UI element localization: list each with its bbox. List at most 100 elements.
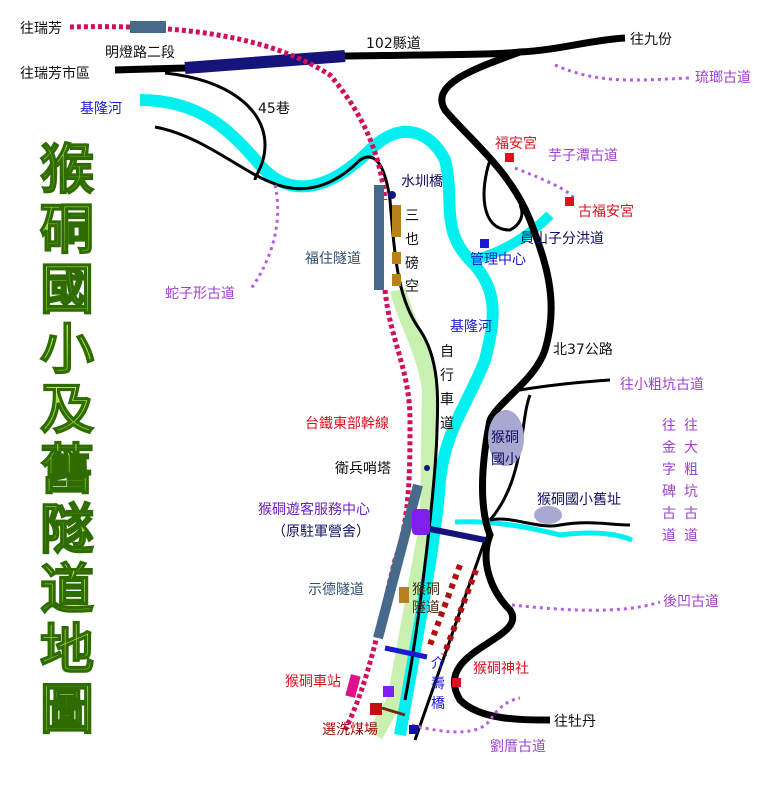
railway-tra-east	[69, 24, 413, 732]
trailhead-marker	[409, 725, 418, 734]
shuizun-bridge-marker	[388, 191, 396, 199]
svg-text:及: 及	[40, 378, 94, 441]
label-visitor-center: 猴硐遊客服務中心	[258, 501, 370, 518]
mingdeng-rd-segment	[184, 50, 346, 74]
fuzhu-tunnel	[374, 185, 384, 290]
svg-text:字: 字	[662, 462, 676, 478]
label-old-fuan-temple: 古福安宮	[578, 204, 634, 220]
label-to-xiaocukeng-trail: 往小粗坑古道	[620, 377, 704, 393]
svg-text:猴硐: 猴硐	[491, 430, 519, 446]
svg-text:空: 空	[405, 279, 419, 295]
label-liucuo-trail: 劉厝古道	[490, 739, 546, 755]
label-houtong-school: 猴硐 國小	[491, 430, 519, 468]
label-to-jinzibei-trail: 往 金 字 碑 古 道	[662, 418, 676, 544]
label-county-rd-102: 102縣道	[366, 36, 421, 52]
label-to-ruifang: 往瑞芳	[20, 20, 62, 37]
keelung-river	[139, 94, 499, 737]
lane-45	[164, 71, 267, 181]
svg-text:道: 道	[40, 558, 94, 621]
label-to-dacukeng-trail: 往 大 粗 坑 古 道	[684, 418, 698, 544]
sentry-tower-marker	[424, 465, 430, 471]
label-keelung-river: 基隆河	[80, 100, 122, 117]
label-yuanshanzi-channel: 員山子分洪道	[520, 231, 604, 247]
label-fuan-temple: 福安宮	[495, 136, 537, 152]
svg-text:壽: 壽	[431, 676, 445, 692]
svg-text:硐: 硐	[40, 198, 94, 261]
label-liulang-trail: 琉瑯古道	[695, 70, 751, 86]
label-to-ruifang-city: 往瑞芳市區	[20, 65, 90, 82]
old-fuan-temple-marker	[565, 197, 574, 206]
label-shezixing-trail: 蛇子形古道	[165, 286, 235, 302]
label-shuizun-bridge: 水圳橋	[401, 174, 443, 190]
sanye-tunnel-block	[392, 252, 401, 264]
label-keelung-river-2: 基隆河	[450, 318, 492, 335]
svg-text:往: 往	[662, 418, 676, 434]
coal-plant-purple-marker	[383, 686, 394, 697]
svg-text:自: 自	[440, 344, 454, 360]
svg-text:粗: 粗	[684, 462, 698, 478]
jieshou-bridge	[384, 645, 428, 660]
svg-text:坑: 坑	[684, 484, 698, 500]
svg-text:隧道: 隧道	[412, 600, 440, 616]
visitor-center-bridge	[424, 525, 486, 543]
ruifang-tunnel	[130, 21, 166, 33]
svg-text:古: 古	[662, 506, 676, 522]
label-mingdeng-rd: 明燈路二段	[105, 45, 175, 61]
svg-text:也: 也	[405, 232, 419, 248]
svg-text:道: 道	[662, 528, 676, 544]
svg-text:行: 行	[440, 368, 454, 384]
houtong-shrine-marker	[452, 678, 461, 687]
management-center-marker	[480, 239, 489, 248]
riverside-road	[154, 125, 440, 701]
svg-text:磅: 磅	[405, 255, 419, 272]
fuan-temple-marker	[505, 153, 514, 162]
label-coal-plant: 選洗煤場	[322, 722, 378, 738]
svg-text:隧: 隧	[40, 498, 94, 561]
svg-text:車: 車	[440, 391, 454, 408]
label-lane-45: 45巷	[258, 101, 290, 117]
houtong-tunnel-block	[399, 587, 409, 603]
label-tra-east-line: 台鐵東部幹線	[305, 415, 389, 432]
shide-tunnel	[373, 483, 423, 640]
label-houtong-tunnel: 猴硐 隧道	[412, 582, 440, 616]
label-houtong-shrine: 猴硐神社	[473, 661, 529, 677]
label-sentry-tower: 衛兵哨塔	[335, 461, 391, 477]
svg-text:小: 小	[40, 318, 94, 381]
school-marker	[488, 410, 524, 466]
label-bike-path: 自 行 車 道	[440, 344, 454, 432]
houtong-station-marker	[345, 674, 361, 698]
east-road	[489, 517, 631, 528]
svg-text:往: 往	[684, 418, 698, 434]
label-sanye-tunnel: 三 也 磅 空	[405, 208, 419, 295]
old-school-site-marker	[534, 506, 562, 524]
label-old-school-site: 猴硐國小舊址	[537, 492, 621, 508]
label-to-jiufen: 往九份	[630, 32, 672, 48]
svg-text:金: 金	[662, 440, 676, 456]
svg-text:大: 大	[684, 440, 698, 456]
label-houtong-station: 猴硐車站	[285, 673, 341, 690]
svg-text:碑: 碑	[662, 484, 676, 500]
fuan-branch-road	[482, 159, 524, 232]
label-fuzhu-tunnel: 福住隧道	[305, 251, 361, 267]
svg-text:地: 地	[40, 618, 94, 681]
label-visitor-center-note: （原駐軍營舍）	[272, 524, 370, 540]
label-management-center: 管理中心	[470, 252, 526, 268]
label-shide-tunnel: 示德隧道	[308, 582, 364, 598]
svg-text:國小: 國小	[491, 452, 519, 468]
yuanshanzi-channel	[469, 211, 554, 265]
svg-text:舊: 舊	[40, 438, 94, 501]
svg-text:橋: 橋	[431, 696, 445, 712]
map-title: 猴 硐 國 小 及 舊 隧 道 地 圖	[39, 137, 95, 742]
xiaocukeng-road	[519, 378, 611, 392]
svg-text:古: 古	[684, 506, 698, 522]
sanye-tunnel-block	[392, 205, 401, 237]
label-north37-rd: 北37公路	[553, 342, 613, 358]
label-houao-trail: 後凹古道	[663, 594, 719, 610]
label-jieshou-bridge: 介 壽 橋	[431, 656, 445, 712]
svg-text:圖: 圖	[40, 678, 94, 741]
coal-plant-marker	[370, 703, 382, 715]
coal-plant-connector	[381, 706, 406, 717]
svg-text:猴: 猴	[40, 138, 94, 201]
